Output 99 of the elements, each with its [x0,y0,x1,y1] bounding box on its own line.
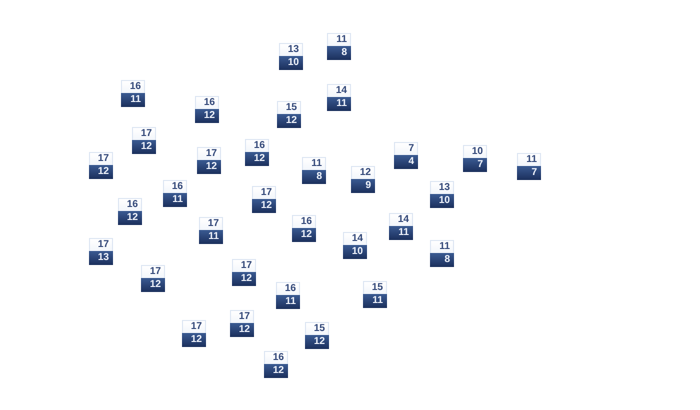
lower-value: 10 [343,245,367,259]
upper-value: 17 [140,128,152,140]
lower-value: 12 [252,199,276,213]
number-card [277,101,301,128]
upper-value: 10 [472,146,483,158]
number-card [430,240,454,267]
lower-value: 12 [132,140,156,154]
upper-value: 16 [130,81,141,93]
lower-value: 12 [232,272,256,286]
number-card [327,33,351,60]
lower-value: 13 [89,251,113,265]
number-card [343,232,367,259]
upper-value: 11 [336,34,347,46]
upper-value: 16 [300,216,312,228]
upper-value: 17 [238,311,250,323]
lower-value: 11 [163,193,187,207]
number-card [195,96,219,123]
number-card [292,215,316,242]
lower-value: 12 [245,152,269,166]
lower-value: 12 [89,165,113,179]
lower-value: 11 [363,294,387,308]
number-card [89,152,113,179]
lower-value: 9 [351,179,375,193]
number-card [121,80,145,107]
lower-value: 12 [118,211,142,225]
lower-value: 12 [292,228,316,242]
lower-value: 11 [276,295,300,309]
upper-value: 11 [439,241,450,253]
lower-value: 10 [279,56,303,70]
number-card [389,213,413,240]
number-card [132,127,156,154]
lower-value: 11 [389,226,413,240]
number-card [118,198,142,225]
upper-value: 17 [240,260,252,272]
upper-value: 17 [206,148,217,160]
upper-value: 15 [372,282,383,294]
number-card [276,282,300,309]
lower-value: 12 [230,323,254,337]
lower-value: 12 [264,364,288,378]
upper-value: 16 [284,283,296,295]
lower-value: 10 [430,194,454,208]
upper-value: 11 [526,154,537,166]
upper-value: 14 [398,214,409,226]
upper-value: 17 [208,218,219,230]
upper-value: 7 [408,143,414,155]
lower-value: 8 [302,170,326,184]
number-card [302,157,326,184]
number-card [232,259,256,286]
number-card [141,265,165,292]
lower-value: 12 [305,335,329,349]
lower-value: 11 [199,230,223,244]
lower-value: 8 [430,253,454,267]
number-card [252,186,276,213]
lower-value: 8 [327,46,351,60]
lower-value: 7 [463,158,487,172]
number-card [305,322,329,349]
number-card [279,43,303,70]
upper-value: 17 [98,153,109,165]
number-card [463,145,487,172]
lower-value: 12 [182,333,206,347]
upper-value: 17 [98,239,109,251]
number-card [199,217,223,244]
lower-value: 7 [517,166,541,180]
number-card [182,320,206,347]
number-card [230,310,254,337]
number-card [351,166,375,193]
upper-value: 15 [314,323,325,335]
number-card [264,351,288,378]
upper-value: 13 [438,182,450,194]
number-card [89,238,113,265]
number-card [163,180,187,207]
upper-value: 12 [360,167,371,179]
lower-value: 12 [141,278,165,292]
upper-value: 16 [254,140,265,152]
number-card [327,84,351,111]
upper-value: 16 [126,199,138,211]
upper-value: 16 [272,352,284,364]
upper-value: 14 [336,85,347,97]
lower-value: 12 [277,114,301,128]
lower-value: 11 [121,93,145,107]
upper-value: 15 [286,102,297,114]
lower-value: 12 [195,109,219,123]
lower-value: 4 [394,155,418,169]
upper-value: 17 [260,187,272,199]
number-card [197,147,221,174]
lower-value: 11 [327,97,351,111]
lower-value: 12 [197,160,221,174]
number-card [363,281,387,308]
number-card [245,139,269,166]
number-card [430,181,454,208]
upper-value: 16 [204,97,215,109]
upper-value: 14 [352,233,363,245]
upper-value: 13 [288,44,299,56]
number-card [517,153,541,180]
upper-value: 17 [150,266,161,278]
upper-value: 11 [311,158,322,170]
upper-value: 17 [190,321,202,333]
number-card [394,142,418,169]
upper-value: 16 [172,181,183,193]
